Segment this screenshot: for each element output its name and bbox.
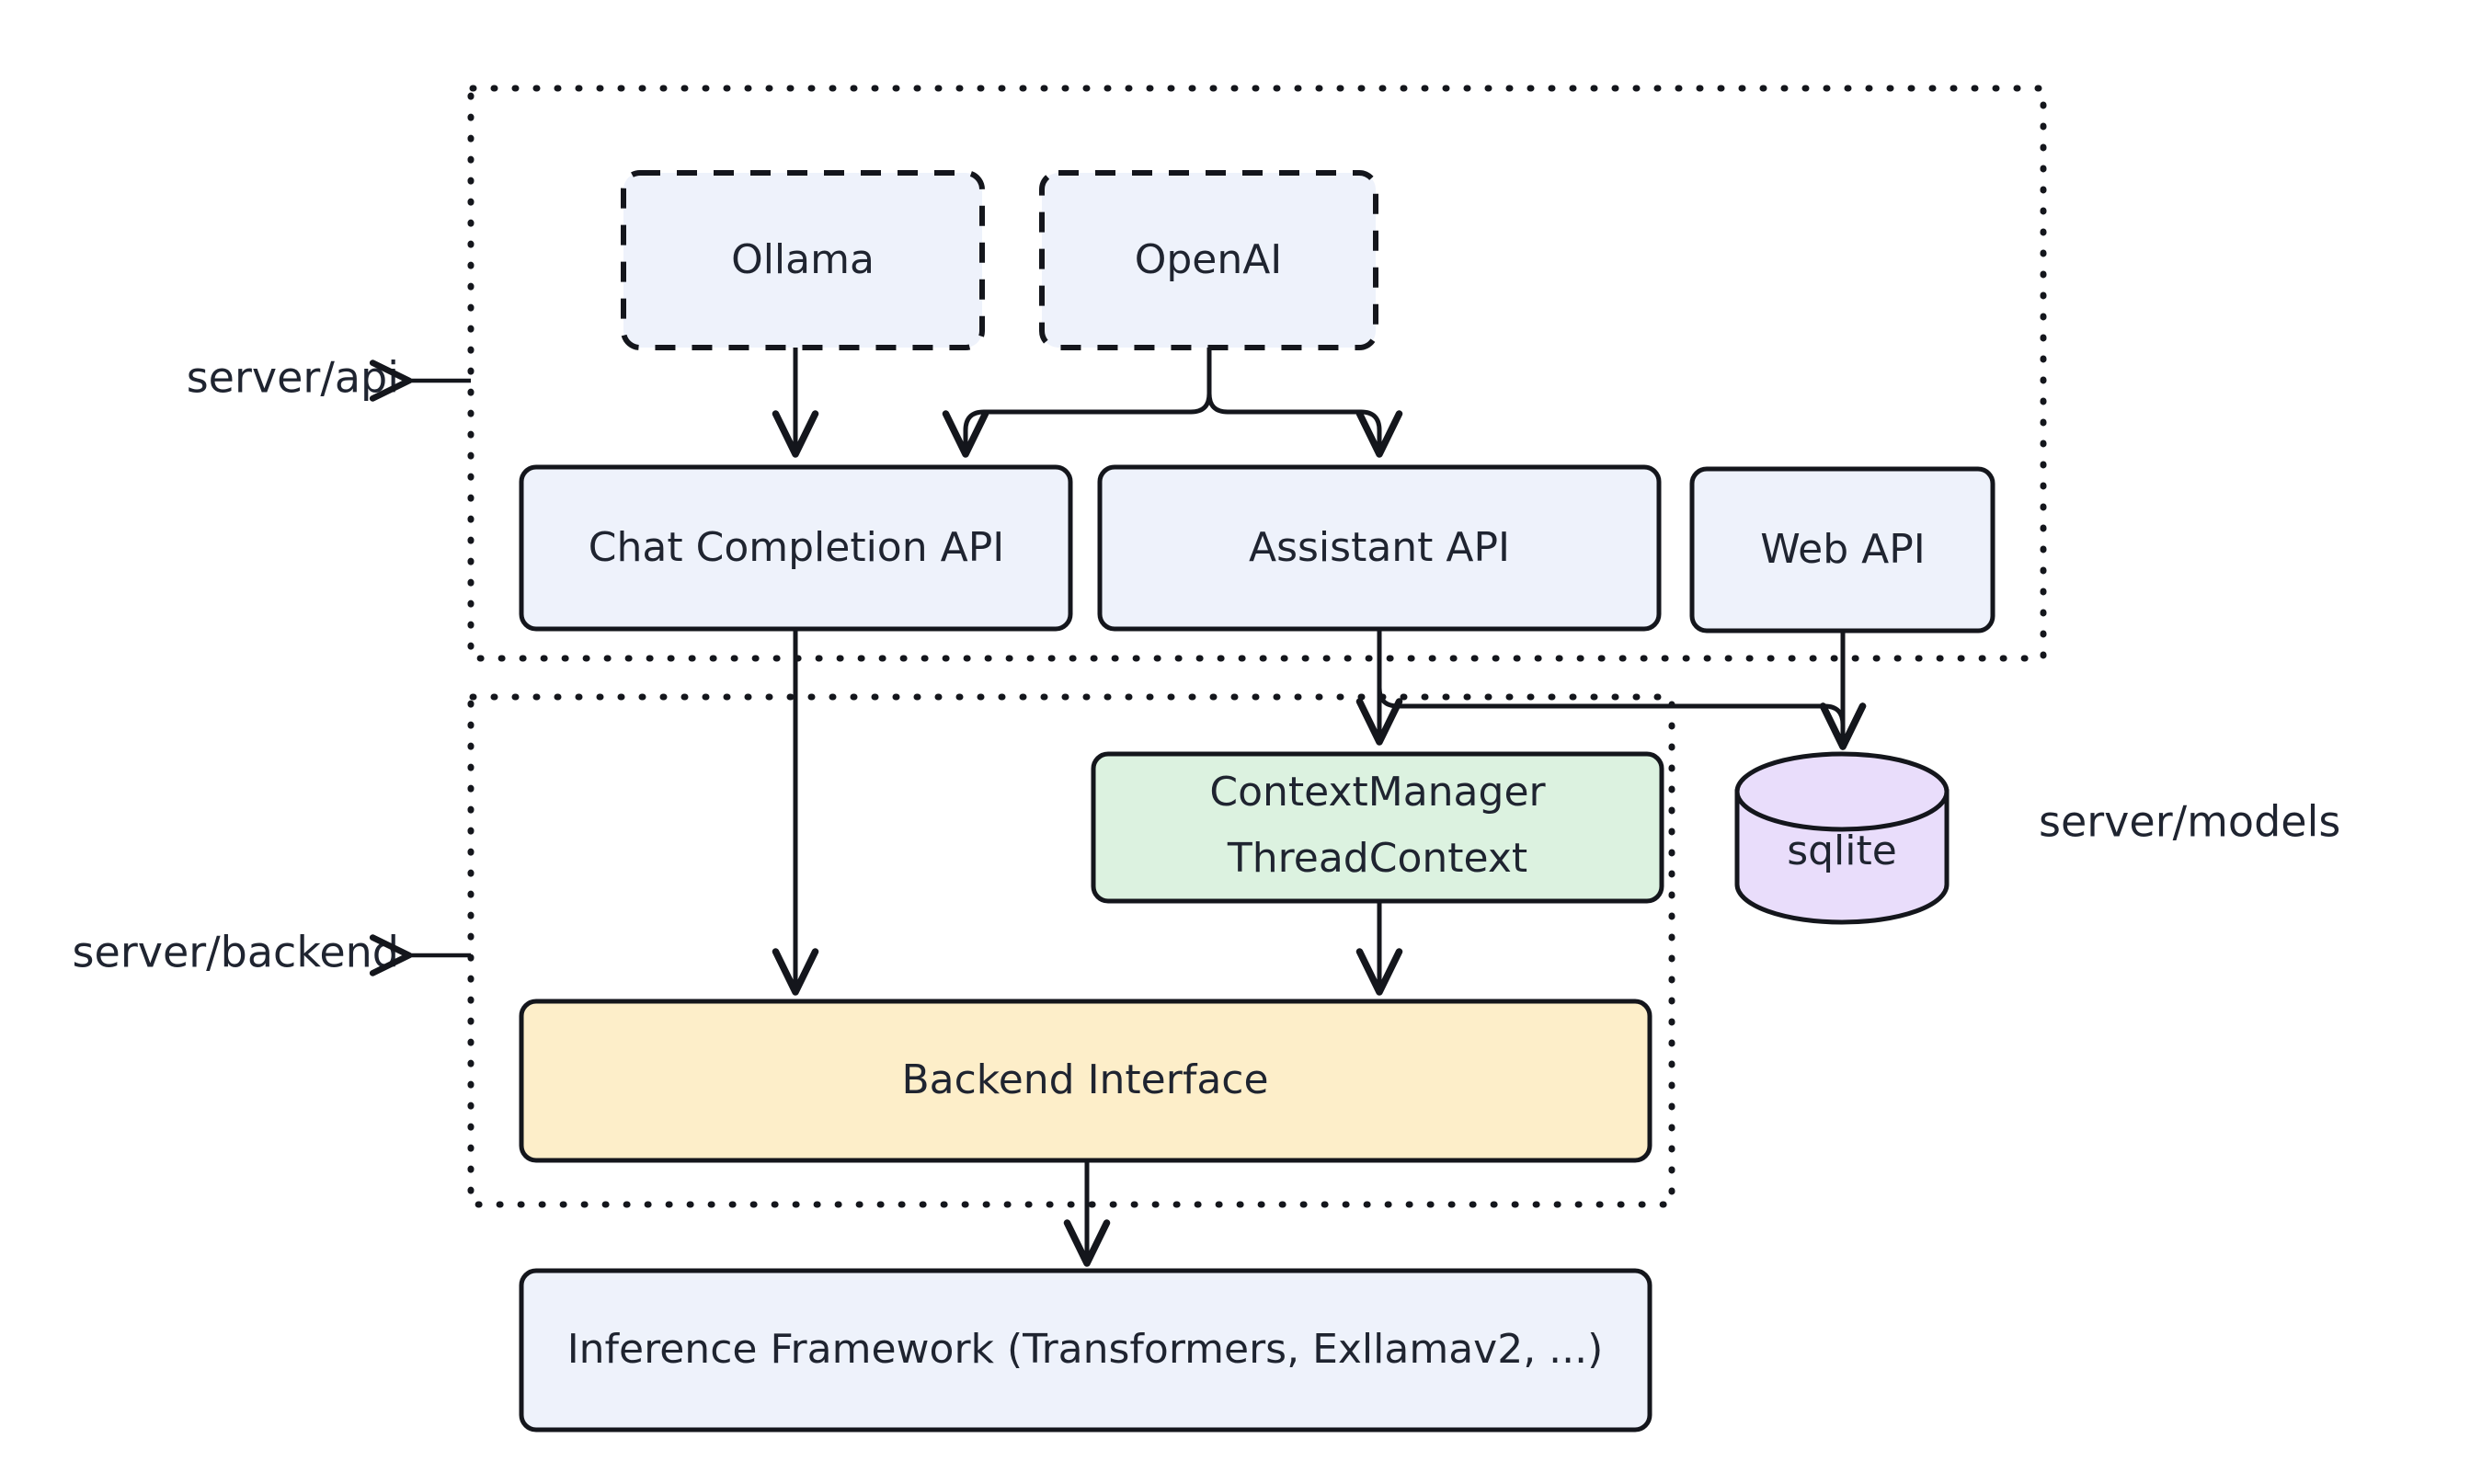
node-web-api-label: Web API [1760,526,1926,573]
node-context-manager[interactable]: ContextManager ThreadContext [1091,751,1664,904]
node-inference-framework-label: Inference Framework (Transformers, Exlla… [567,1326,1604,1373]
node-assistant-api-box[interactable] [1097,464,1662,632]
node-ollama-label: Ollama [731,236,875,283]
node-backend-interface-box[interactable] [519,999,1652,1163]
edge-openai-to-chat-completion-api [942,348,1212,458]
edge-openai-to-assistant-api [1206,348,1403,458]
node-assistant-api-label: Assistant API [1249,524,1510,571]
node-web-api-box[interactable] [1689,466,1995,634]
node-inference-framework[interactable]: Inference Framework (Transformers, Exlla… [519,1268,1652,1433]
group-label-server-backend-wrap: server/backend [73,928,471,977]
node-context-manager-label-line2: ThreadContext [1227,835,1527,882]
node-backend-interface[interactable]: Backend Interface [519,999,1652,1163]
node-chat-completion-api[interactable]: Chat Completion API [519,464,1073,632]
node-chat-completion-api-label: Chat Completion API [589,524,1004,571]
node-web-api[interactable]: Web API [1689,466,1995,634]
edge-assistant-api-to-sqlite [1377,629,1867,750]
node-ollama-box[interactable] [621,170,985,350]
node-assistant-api[interactable]: Assistant API [1097,464,1662,632]
group-label-server-api-wrap: server/api [187,353,471,403]
node-chat-completion-api-box[interactable] [519,464,1073,632]
node-sqlite-label: sqlite [1787,828,1897,874]
node-openai[interactable]: OpenAI [1039,170,1378,350]
node-openai-label: OpenAI [1135,236,1283,283]
group-container-server-api [467,85,2047,662]
node-backend-interface-label: Backend Interface [901,1056,1268,1103]
group-container-server-backend [467,693,1675,1208]
node-ollama[interactable]: Ollama [621,170,985,350]
group-label-server-api: server/api [187,353,399,403]
node-context-manager-box[interactable] [1091,751,1664,904]
node-sqlite[interactable]: sqlite [1734,751,1950,925]
group-label-server-backend: server/backend [73,928,399,977]
group-label-server-models: server/models [2039,797,2340,847]
node-openai-box[interactable] [1039,170,1378,350]
node-inference-framework-box[interactable] [519,1268,1652,1433]
node-context-manager-label-line1: ContextManager [1209,769,1546,816]
node-sqlite-top[interactable] [1734,751,1950,832]
